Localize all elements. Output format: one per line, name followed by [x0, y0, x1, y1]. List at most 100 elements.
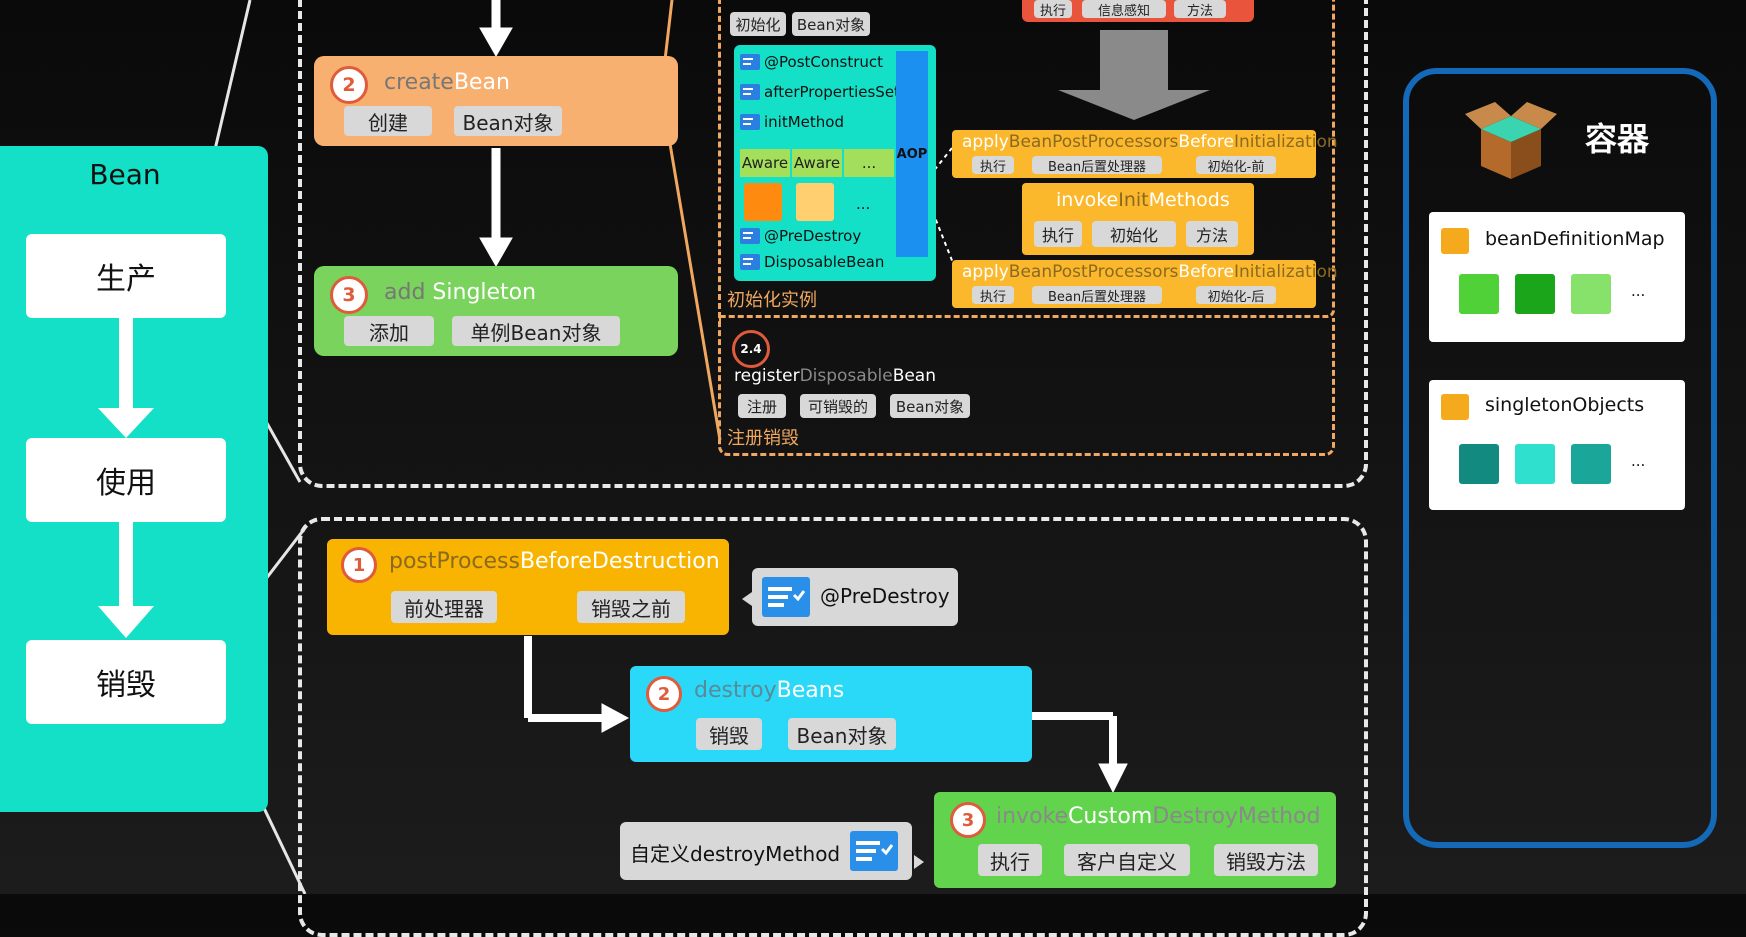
- post-process-card[interactable]: 1 postProcessBeforeDestruction 前处理器 销毁之前: [327, 539, 729, 635]
- register-caption: 注册销毁: [727, 428, 799, 449]
- zoom-line-init-bottom: [664, 119, 722, 441]
- invoke-init-card[interactable]: invokeInitMethods 执行 初始化 方法: [1022, 183, 1254, 255]
- map1-square-2: [1515, 274, 1555, 314]
- checklist-icon: [740, 54, 760, 70]
- register-title: registerDisposableBean: [734, 366, 937, 386]
- aware-chip-more: ...: [844, 149, 894, 177]
- arrow-head-into-create: [479, 27, 513, 58]
- chip-red-method: 方法: [1174, 0, 1226, 19]
- custom-destroy-note-label: 自定义destroyMethod: [630, 842, 841, 866]
- light-orange-square: [796, 183, 834, 221]
- bean-definition-map-label: beanDefinitionMap: [1485, 228, 1665, 250]
- step-number-destroy-beans: 2: [646, 676, 682, 712]
- register-region: [718, 318, 1335, 456]
- invoke-init-title: invokeInitMethods: [1056, 189, 1230, 211]
- init-item-predestroy: @PreDestroy: [740, 227, 861, 245]
- chip-register: 注册: [738, 394, 786, 418]
- checklist-icon: [762, 577, 810, 617]
- custom-destroy-card[interactable]: 3 invokeCustomDestroyMethod 执行 客户自定义 销毁方…: [934, 792, 1336, 888]
- bean-definition-map-card[interactable]: beanDefinitionMap ...: [1429, 212, 1685, 342]
- folder-icon: [1441, 228, 1469, 254]
- arrow-head-post-to-destroy: [601, 703, 630, 733]
- arrow-head-create-to-add: [479, 237, 513, 268]
- map1-square-1: [1459, 274, 1499, 314]
- big-down-arrow: [1058, 30, 1210, 120]
- chip-custom-method: 销毁方法: [1214, 844, 1318, 876]
- chip-destroy-bean: Bean对象: [788, 718, 896, 750]
- stage-destroy[interactable]: 销毁: [26, 640, 226, 724]
- bpp-before-card[interactable]: applyBeanPostProcessorsBeforeInitializat…: [952, 130, 1338, 178]
- container-title: 容器: [1585, 120, 1650, 158]
- bpp-before-title: applyBeanPostProcessorsBeforeInitializat…: [962, 132, 1338, 152]
- aware-chip-2: Aware: [792, 149, 842, 177]
- box-icon: [1465, 102, 1557, 179]
- checklist-icon: [850, 831, 898, 871]
- chip-invoke-exec: 执行: [1034, 221, 1082, 247]
- custom-destroy-title: invokeCustomDestroyMethod: [996, 804, 1321, 829]
- checklist-icon: [740, 114, 760, 130]
- chip-singleton-bean: 单例Bean对象: [452, 316, 620, 346]
- creation-region: [298, 0, 1368, 488]
- chip-custom-defined: 客户自定义: [1064, 844, 1190, 876]
- chip-init-bean: Bean对象: [792, 12, 870, 36]
- chip-bpp-after-stage: 初始化-后: [1196, 286, 1276, 305]
- initialize-region: [718, 0, 1335, 318]
- init-item-disposablebean: DisposableBean: [740, 253, 884, 271]
- aop-bar: AOP: [896, 51, 928, 257]
- chip-invoke-method: 方法: [1186, 221, 1238, 247]
- chip-register-bean: Bean对象: [890, 394, 970, 418]
- singleton-objects-card[interactable]: singletonObjects ...: [1429, 380, 1685, 510]
- destroy-beans-card[interactable]: 2 destroyBeans 销毁 Bean对象: [630, 666, 1032, 762]
- stage-use[interactable]: 使用: [26, 438, 226, 522]
- chip-add: 添加: [344, 316, 434, 346]
- aop-label: AOP: [896, 147, 928, 162]
- predestroy-note: @PreDestroy: [752, 568, 958, 626]
- checklist-icon: [740, 254, 760, 270]
- singleton-objects-label: singletonObjects: [1485, 394, 1645, 416]
- step-number-custom: 3: [950, 802, 986, 838]
- chip-red-aware: 信息感知: [1082, 0, 1166, 19]
- aware-chip-1: Aware: [740, 149, 790, 177]
- chip-bpp-after-processor: Bean后置处理器: [1032, 286, 1162, 305]
- chip-red-exec: 执行: [1034, 0, 1072, 19]
- initialize-caption: 初始化实例: [727, 290, 817, 311]
- add-singleton-card[interactable]: 3 add Singleton 添加 单例Bean对象: [314, 266, 678, 356]
- chip-register-disposable: 可销毁的: [800, 394, 876, 418]
- bpp-after-title: applyBeanPostProcessorsBeforeInitializat…: [962, 262, 1338, 282]
- chip-before-destroy: 销毁之前: [577, 591, 685, 623]
- bean-panel-title: Bean: [89, 158, 161, 191]
- step-number-create: 2: [330, 66, 368, 104]
- step-number-post: 1: [341, 547, 377, 583]
- orange-square: [744, 183, 782, 221]
- container-panel: 容器 beanDefinitionMap ... singletonObject…: [1403, 68, 1717, 848]
- bean-panel-arrows: [98, 318, 154, 638]
- arrow-head-destroy-to-custom: [1098, 763, 1128, 794]
- chip-destroy: 销毁: [696, 718, 762, 750]
- step-number-add: 3: [330, 276, 368, 314]
- note-pointer-custom: [914, 855, 924, 869]
- map1-ellipsis: ...: [1631, 282, 1646, 300]
- aware-red-card: 执行 信息感知 方法: [1022, 0, 1254, 22]
- chip-create: 创建: [344, 106, 432, 136]
- chip-bean-object: Bean对象: [454, 106, 562, 136]
- map2-square-2: [1515, 444, 1555, 484]
- stage-produce[interactable]: 生产: [26, 234, 226, 318]
- init-item-initmethod: initMethod: [740, 113, 844, 131]
- chip-custom-exec: 执行: [978, 844, 1042, 876]
- chip-pre-processor: 前处理器: [391, 591, 497, 623]
- bpp-after-card[interactable]: applyBeanPostProcessorsBeforeInitializat…: [952, 260, 1338, 308]
- map2-ellipsis: ...: [1631, 452, 1646, 470]
- squares-ellipsis: ...: [856, 195, 871, 213]
- initialize-card[interactable]: @PostConstruct afterPropertiesSet initMe…: [734, 45, 936, 281]
- init-item-postconstruct: @PostConstruct: [740, 53, 883, 71]
- create-bean-title: createBean: [384, 70, 510, 95]
- create-bean-card[interactable]: 2 createBean 创建 Bean对象: [314, 56, 678, 146]
- chip-bpp-after-exec: 执行: [972, 286, 1014, 305]
- chip-bpp-before-stage: 初始化-前: [1196, 156, 1276, 175]
- note-pointer-predestroy: [742, 592, 752, 606]
- predestroy-label: @PreDestroy: [820, 584, 950, 608]
- add-singleton-title: add Singleton: [384, 280, 537, 305]
- map2-square-1: [1459, 444, 1499, 484]
- chip-bpp-before-exec: 执行: [972, 156, 1014, 175]
- step-number-register: 2.4: [732, 330, 770, 368]
